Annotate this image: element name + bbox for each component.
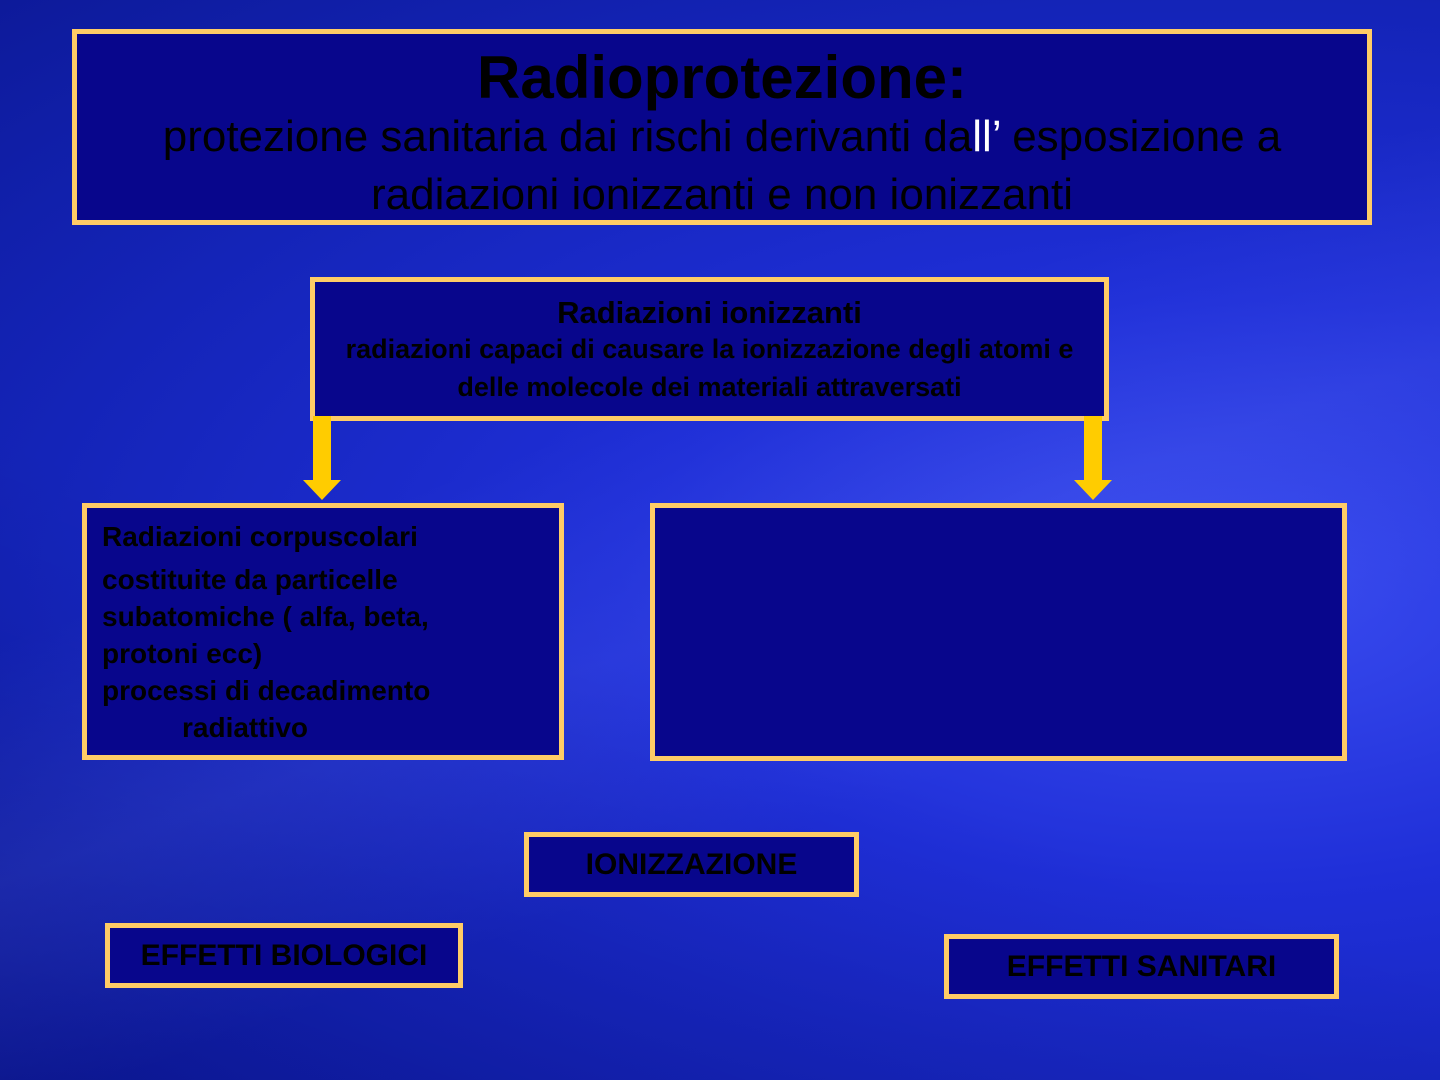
- arrow-down-icon: [303, 416, 341, 500]
- electromagnetic-radiation-box: [650, 503, 1347, 761]
- ionizing-radiation-box: Radiazioni ionizzanti radiazioni capaci …: [310, 277, 1109, 421]
- corpuscular-description: costituite da particelle subatomiche ( a…: [102, 564, 429, 669]
- biological-effects-box: EFFETTI BIOLOGICI: [105, 923, 463, 988]
- corpuscular-radiation-box: Radiazioni corpuscolari costituite da pa…: [82, 503, 564, 760]
- health-effects-box: EFFETTI SANITARI: [944, 934, 1339, 999]
- title-box: Radioprotezione: protezione sanitaria da…: [72, 29, 1372, 225]
- ionizing-heading: Radiazioni ionizzanti: [557, 295, 862, 330]
- subtitle-highlight: ll’: [972, 112, 1000, 161]
- ionizing-description: radiazioni capaci di causare la ionizzaz…: [345, 334, 1074, 402]
- corpuscular-process: processi di decadimento: [102, 675, 431, 706]
- subtitle-part1: protezione sanitaria dai rischi derivant…: [162, 112, 973, 161]
- slide-title: Radioprotezione:: [477, 44, 967, 111]
- subtitle-part2: esposizione a radiazioni ionizzanti e no…: [371, 112, 1282, 219]
- slide-subtitle: protezione sanitaria dai rischi derivant…: [77, 108, 1367, 224]
- corpuscular-process-cont: radiattivo: [182, 712, 309, 743]
- ionization-box: IONIZZAZIONE: [524, 832, 859, 897]
- corpuscular-heading: Radiazioni corpuscolari: [102, 521, 418, 552]
- arrow-down-icon: [1074, 416, 1112, 500]
